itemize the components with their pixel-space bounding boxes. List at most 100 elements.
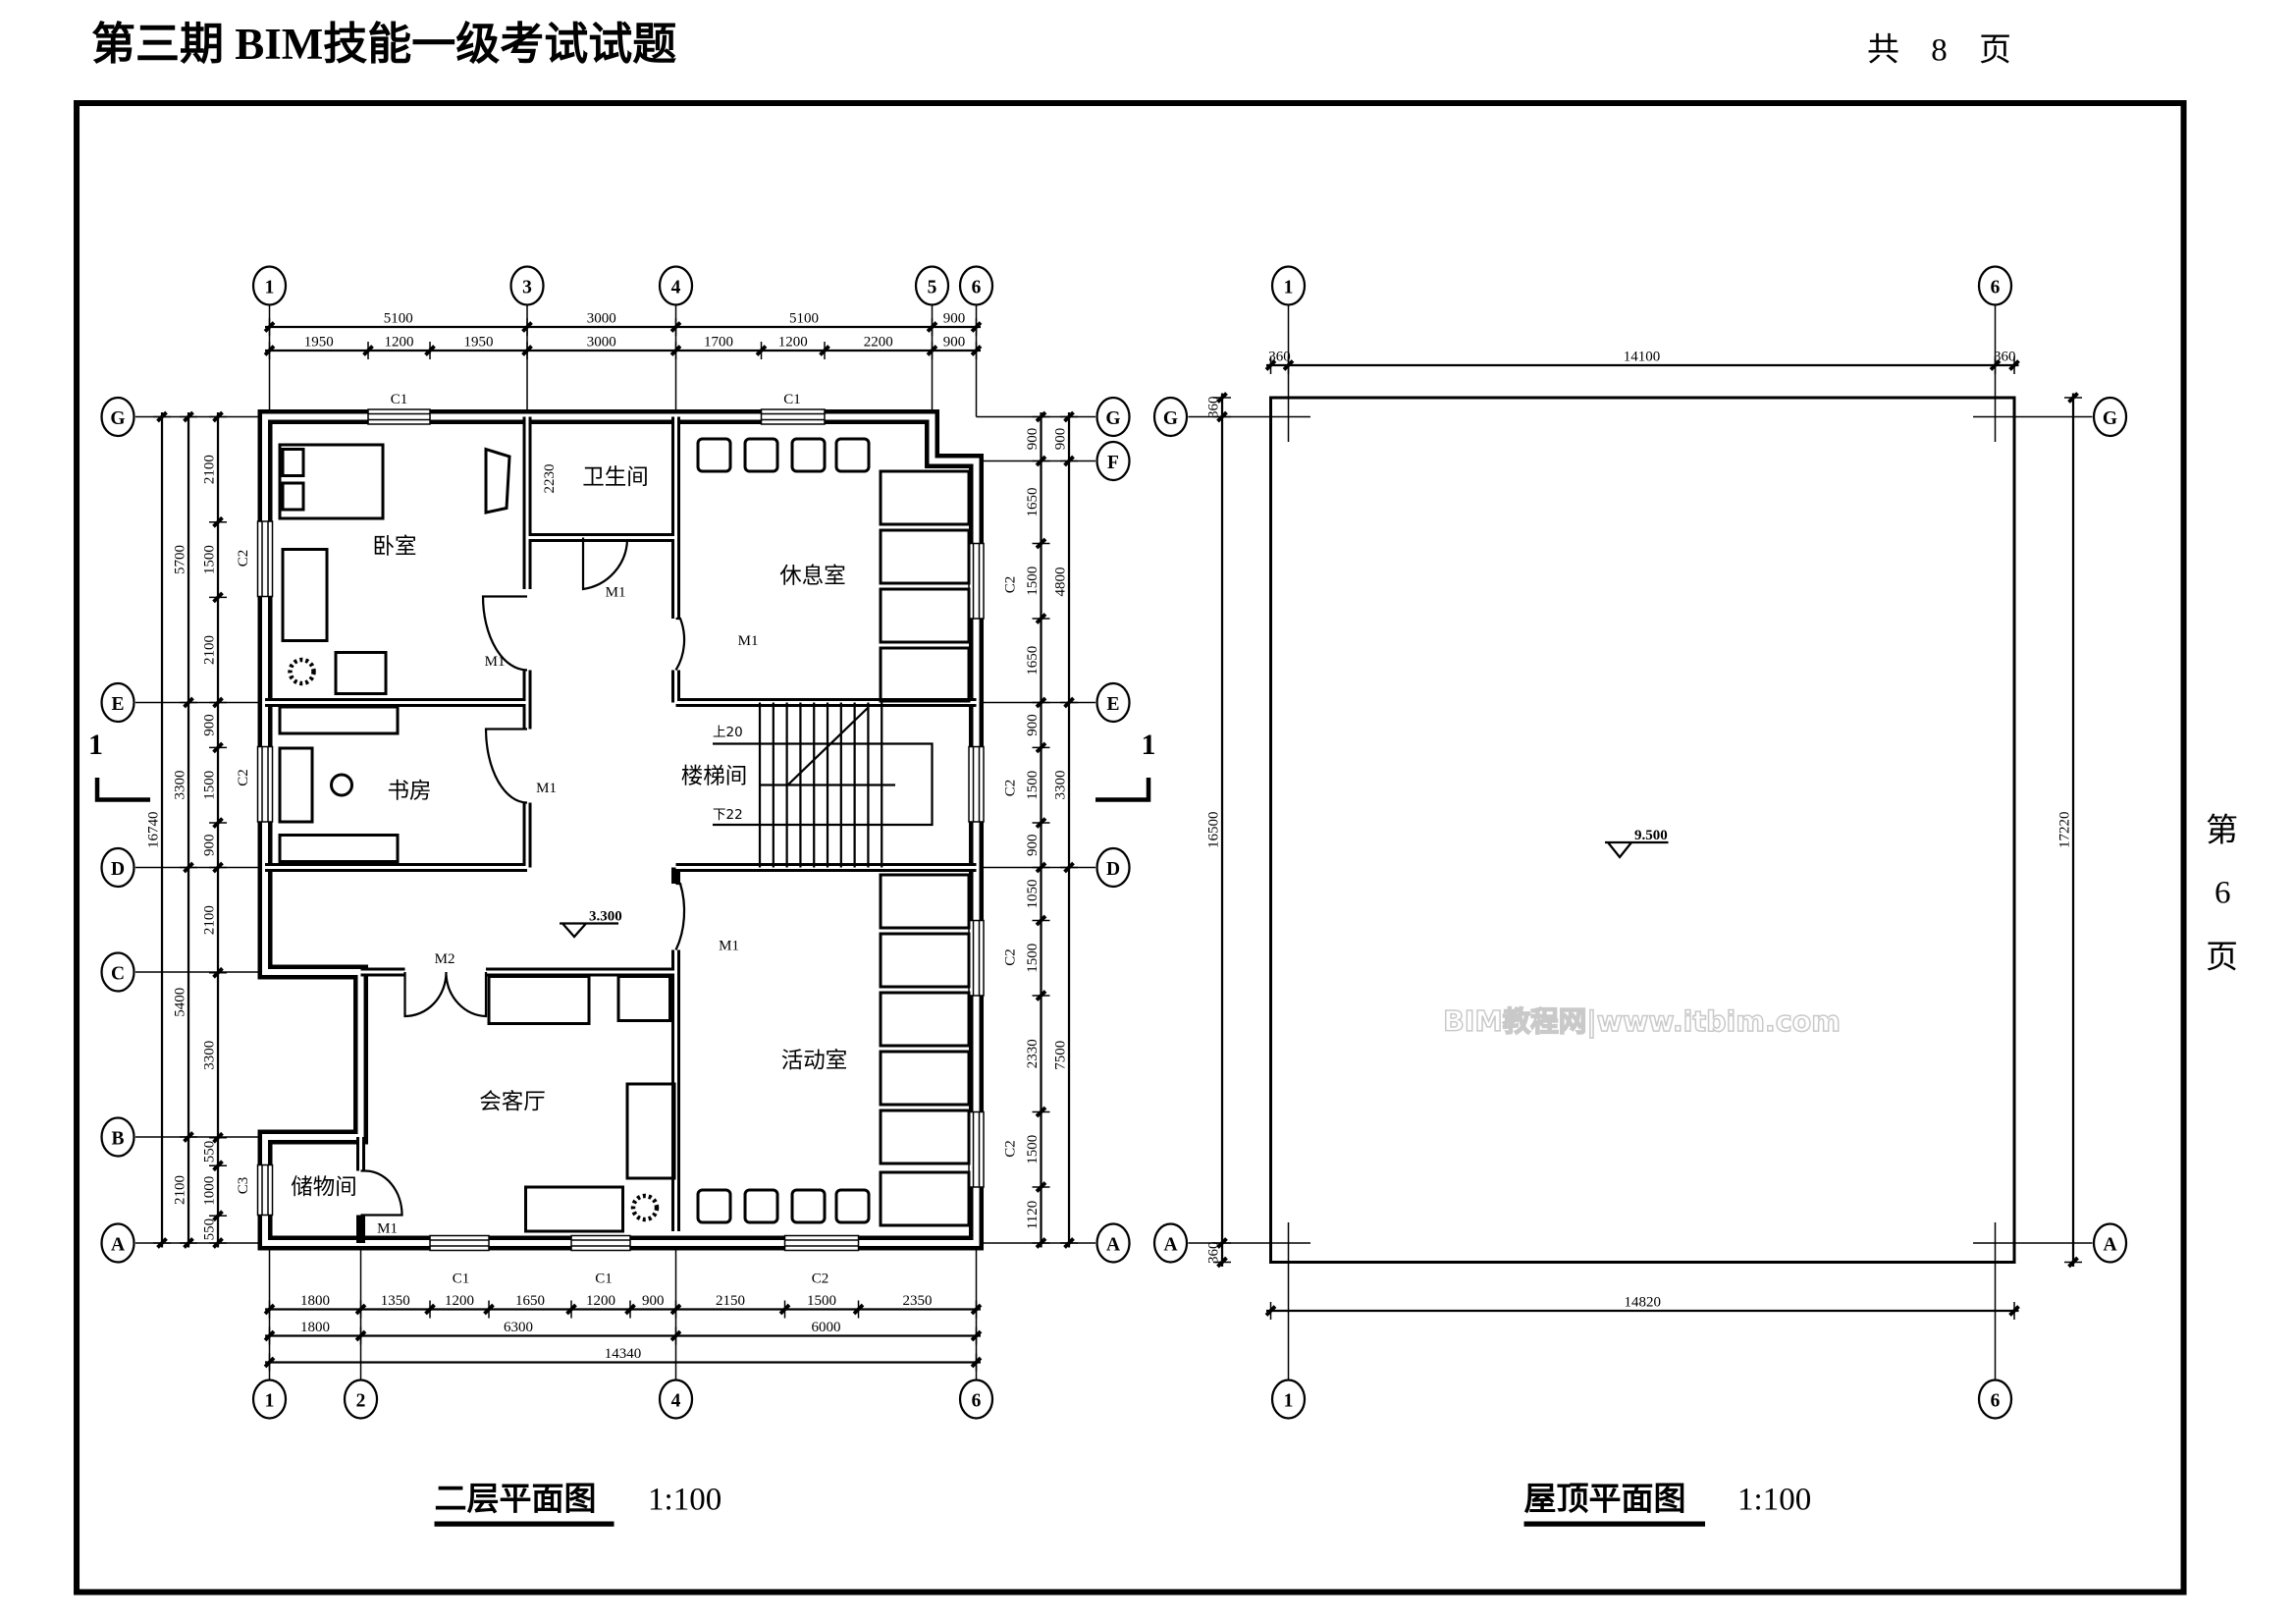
grid-bubble-top [251,265,288,306]
section-line-right [1095,778,1151,802]
floor-plan-scale: 1:100 [648,1483,721,1518]
lounge-bed [879,469,971,526]
dim-top-inner-value: 2200 [864,335,893,351]
dim-right-outer-value: 900 [1053,428,1069,451]
roof-dim-bottom-value: 14820 [1625,1295,1662,1311]
dim-top-outer-value: 5100 [384,311,413,327]
dim-right-inner-value: 1120 [1025,1201,1041,1229]
windows [256,408,985,1252]
section-mark-left: 1 [88,729,103,761]
window-label: C2 [1003,576,1019,594]
window [256,745,274,823]
grid-bubble-left-label: A [111,1235,125,1256]
door-storage [360,1169,403,1217]
room-storage: 储物间 [291,1175,357,1201]
dim-bottom-mid-value: 6000 [812,1320,841,1335]
door-label: M1 [738,633,759,649]
dim-bottom-inner-value: 1200 [586,1293,615,1309]
roof-grid-bubble-left-label: G [1163,408,1178,429]
dim-right-inner-value: 1050 [1025,880,1041,909]
window-label: C2 [236,769,251,786]
dim-left-inner-value: 900 [202,835,218,857]
roof-dim-top-value: 360 [1994,350,2016,365]
grid-bubble-top-label: 3 [522,278,532,298]
window-label: C2 [1003,948,1019,966]
door-living [403,971,488,1018]
dim-bottom-inner-value: 2350 [903,1293,933,1309]
grid-bubble-left-label: E [112,694,125,715]
dim-top-inner-value: 900 [943,335,966,351]
window [570,1234,631,1252]
section-line-left [94,778,151,802]
chair [790,437,827,473]
chair [790,1188,827,1224]
roof-grid-bubble-bottom [1270,1379,1307,1420]
door-bath [581,537,629,591]
exterior-wall-core [262,413,980,1246]
floor-plan-title-underline [434,1521,614,1527]
room-bedroom: 卧室 [373,534,417,560]
grid-bubble-left [100,1116,135,1158]
dim-left-inner-value: 1000 [202,1176,218,1206]
door-label: M1 [377,1221,398,1237]
roof-plan-title: 屋顶平面图 [1524,1480,1686,1518]
dim-bottom-inner-value: 2150 [716,1293,745,1309]
grid-bubble-top [509,265,545,306]
dim-top-inner-value: 1700 [704,335,733,351]
roof-grid-bubble-right [2092,1222,2128,1264]
grid-bubble-left [100,1222,135,1264]
armchair [334,651,388,695]
grid-bubble-top-label: 5 [928,278,937,298]
grid-bubble-left-label: C [111,964,125,985]
roof-elevation: 9.500 [1634,828,1668,843]
activity-bed [879,1170,971,1227]
activity-bed [879,873,971,930]
dim-right-outer-value: 4800 [1053,568,1069,597]
dim-right-inner-value: 900 [1025,428,1041,451]
dim-bottom-total-value: 14340 [605,1346,642,1362]
roof-grid-bubble-left [1152,396,1189,438]
elevation-marker [560,922,619,939]
roof-dim-right-value: 17220 [2057,812,2073,849]
dim-left-inner-value: 2100 [202,635,218,665]
door-label: M1 [606,585,626,601]
window [968,919,985,997]
dim-right-inner-value: 1650 [1025,646,1041,676]
dim-top-inner-value: 1200 [385,335,414,351]
window-label: C1 [595,1271,613,1287]
room-living: 会客厅 [479,1090,546,1115]
roof-dim-top-value: 14100 [1624,350,1661,365]
roof-plan-scale: 1:100 [1737,1483,1811,1518]
roof-grid-bubble-bottom-label: 6 [1991,1391,2001,1412]
window [367,408,431,425]
dim-bottom-mid-value: 6300 [504,1320,533,1335]
dim-bottom-inner-value: 1800 [300,1293,330,1309]
door-label: M1 [536,781,557,796]
grid-bubble-top-label: 1 [265,278,275,298]
grid-bubble-right-label: F [1107,453,1119,473]
grid-bubble-bottom [251,1379,288,1420]
door-activity [674,882,686,950]
floor-plan: 3.300 1 1 上20 下22 [88,408,1156,1252]
roof-grid-bubble-right-label: G [2103,408,2117,429]
grid-bubble-left [100,846,135,889]
roof-plan-title-underline [1523,1521,1706,1527]
dim-right-inner-value: 1500 [1025,567,1041,596]
desk-bottom [278,834,400,863]
living-sofa-bottom [524,1185,625,1233]
window [429,1234,490,1252]
grid-bubble-right [1095,440,1131,482]
seating [696,437,971,1227]
dim-top-outer-value: 900 [943,311,966,327]
window-label: C2 [1003,1140,1019,1158]
chair [743,1188,779,1224]
roof-grid-bubble-right-label: A [2103,1235,2116,1256]
floor-plan-title: 二层平面图 [435,1480,597,1518]
desk-top [278,705,400,735]
page-suffix: 页 [2206,941,2238,976]
activity-bed [879,932,971,989]
grid-bubble-right [1095,681,1131,724]
